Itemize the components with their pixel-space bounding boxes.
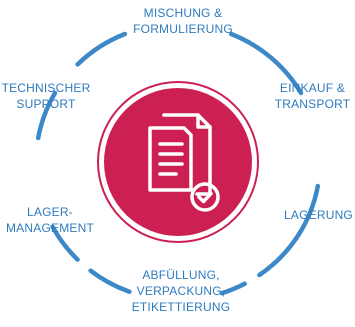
ring-arc-segment	[219, 281, 247, 296]
check-badge-icon	[190, 182, 220, 212]
ring-arc-segment	[228, 31, 304, 96]
stage-label-mixing: MISCHUNG &FORMULIERUNG	[133, 6, 233, 36]
center-circle	[104, 88, 252, 236]
back-page-icon	[148, 126, 193, 192]
center-circle-outline	[97, 81, 259, 243]
ring-arcs	[35, 31, 321, 296]
stage-label-filling: ABFÜLLUNG,VERPACKUNG,ETIKETTIERUNG	[131, 268, 231, 314]
check-mark-icon	[197, 191, 213, 204]
document-check-icon	[148, 113, 220, 212]
ring-arc-segment	[257, 183, 321, 278]
stage-label-warehouse: LAGER-MANAGEMENT	[5, 205, 94, 235]
ring-arc-segment	[35, 90, 58, 141]
ring-arc-segment	[75, 31, 128, 67]
stage-label-storage: LAGERUNG	[284, 208, 353, 222]
ring-arc-segment	[88, 268, 132, 294]
ring-arc-segment	[50, 224, 80, 262]
page-fold-icon	[196, 113, 212, 129]
stage-label-purchasing: EINKAUF &TRANSPORT	[274, 81, 351, 111]
